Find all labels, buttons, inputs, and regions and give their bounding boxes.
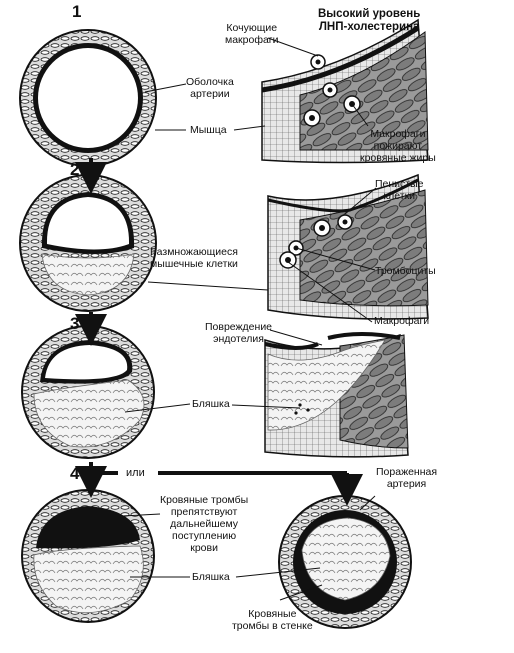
artery-cross-section-3 bbox=[21, 325, 155, 459]
magnified-wall-3 bbox=[264, 332, 409, 458]
step-arrows bbox=[75, 158, 363, 506]
label-proliferating-muscle-cells: Размножающиеся мышечные клетки bbox=[150, 246, 238, 270]
magnified-wall-2 bbox=[267, 173, 429, 320]
artery-cross-section-4a bbox=[21, 489, 155, 623]
step-number-2: 2 bbox=[70, 160, 80, 179]
artery-cross-section-1 bbox=[19, 29, 157, 167]
label-artery-shell: Оболочка артерии bbox=[186, 76, 234, 100]
label-blood-clots: Кровяные тромбы препятствуют дальнейшему… bbox=[160, 494, 249, 554]
label-rolling-macrophages: Кочующие макрофаги bbox=[225, 22, 279, 46]
label-affected-artery: Пораженная артерия bbox=[376, 466, 438, 490]
label-plaque-3: Бляшка bbox=[192, 398, 230, 410]
leader-lines bbox=[121, 37, 377, 601]
label-platelets: Тромбоциты bbox=[375, 265, 436, 277]
artery-cross-section-2 bbox=[19, 174, 157, 312]
label-wall-clots: Кровяные тромбы в стенке bbox=[232, 608, 313, 632]
label-endothelium-damage: Повреждение эндотелия bbox=[205, 321, 273, 345]
step-number-1: 1 bbox=[72, 2, 82, 21]
label-macrophages: Макрофаги bbox=[374, 315, 430, 327]
label-macrophages-eat-fats: Макрофаги пожирают кровяные жиры bbox=[360, 128, 436, 164]
step-number-4: 4 bbox=[70, 464, 80, 483]
label-foam-cells: Пенистые клетки bbox=[375, 178, 424, 202]
label-muscle: Мышца bbox=[190, 124, 227, 136]
label-plaque-4: Бляшка bbox=[192, 571, 230, 583]
artery-cross-section-4b bbox=[278, 495, 412, 629]
label-or: или bbox=[126, 467, 145, 479]
magnified-wall-1 bbox=[261, 18, 429, 164]
diagram-title: Высокий уровень ЛНП-холестерина bbox=[318, 8, 421, 33]
step-number-3: 3 bbox=[70, 314, 80, 333]
